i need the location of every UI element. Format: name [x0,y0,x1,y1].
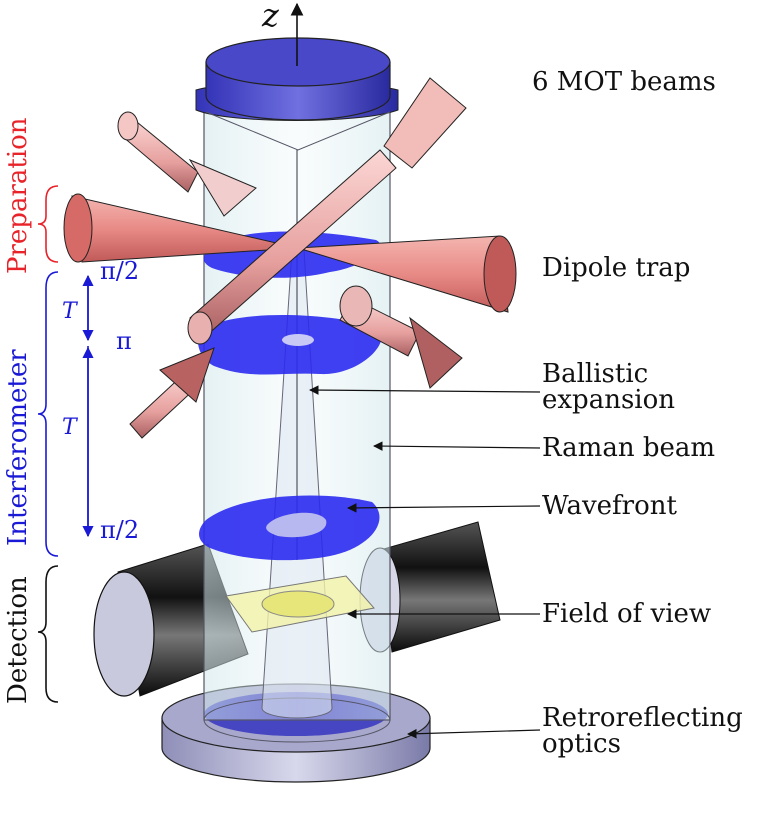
pulse-first-label: π/2 [100,257,139,285]
dipole-trap-label: Dipole trap [542,253,690,283]
ballistic-arrow [309,385,541,395]
raman-beam-arrow [373,441,541,451]
field-of-view [225,575,375,633]
wavefront-label: Wavefront [542,491,677,521]
stage-detection-label: Detection [3,576,33,704]
wavefront-arrow [347,503,541,513]
retroreflecting-arrow [407,728,541,739]
ballistic-label-line1: Ballistic [542,359,648,389]
stage-preparation-label: Preparation [3,117,33,274]
pulse-last-label: π/2 [100,516,139,544]
retroreflecting-label-line2: optics [542,729,621,759]
stage-interferometer-label: Interferometer [3,349,33,546]
stage-brackets [37,185,59,703]
detection-bracket [37,565,59,703]
preparation-bracket [37,185,59,263]
mot-beams [117,77,467,439]
interval-1-label: T [62,299,79,324]
interval-2-label: T [62,415,79,440]
dipole-trap [63,193,517,313]
annotations: 6 MOT beams Dipole trap Ballistic expans… [309,67,743,759]
mot-beams-label: 6 MOT beams [532,67,716,97]
pulse-middle-label: π [116,327,132,355]
top-cap [195,37,399,151]
field-of-view-label: Field of view [542,599,711,629]
retroreflecting-label-line1: Retroreflecting [542,703,743,733]
z-axis-label: z [261,0,280,34]
raman-beam-label: Raman beam [542,433,715,463]
pulse-timeline: π/2 π π/2 T T [62,257,139,544]
interferometer-bracket [37,271,59,557]
ballistic-label-line2: expansion [542,385,675,415]
